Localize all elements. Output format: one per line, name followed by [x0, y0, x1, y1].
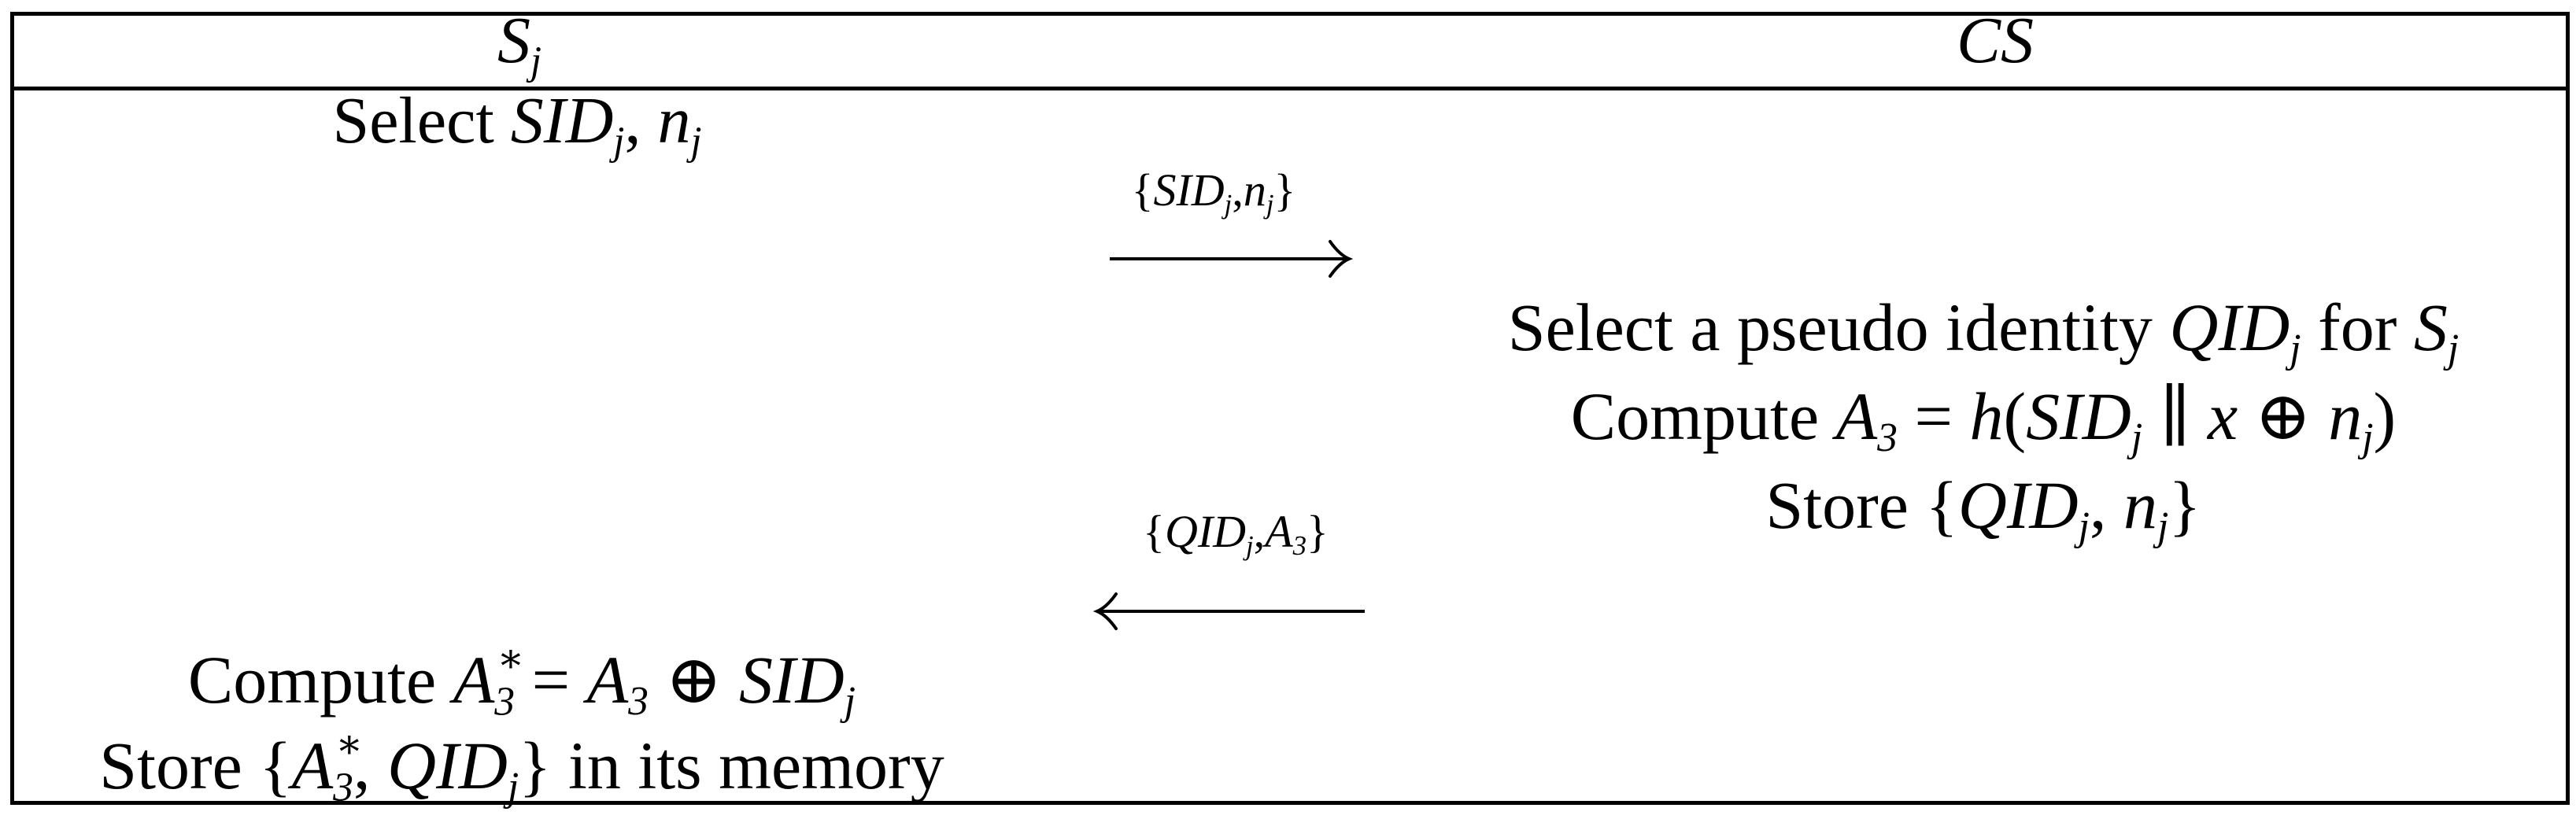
right-arrow — [1110, 240, 1354, 278]
sensor-final-steps: Compute A∗3 = A3 ⊕ SIDj Store {A∗3, QIDj… — [99, 636, 944, 813]
cloud-server-steps: Select a pseudo identity QIDj for Sj Com… — [1508, 288, 2460, 555]
cs-step-compute-a3: Compute A3 = h(SIDj ∥ x ⊕ nj) — [1570, 378, 2397, 461]
message2-label: {QIDj,A3} — [1143, 506, 1329, 562]
sensor-step-select-sid: Select SIDj, nj — [332, 84, 702, 164]
left-arrow — [1092, 592, 1365, 630]
message1-label: {SIDj,nj} — [1131, 164, 1296, 220]
cs-step-select-qid: Select a pseudo identity QIDj for Sj — [1507, 290, 2460, 372]
sensor-step-store-memory: Store {A∗3, QIDj} in its memory — [99, 722, 944, 810]
column-header-cloud-server: CS — [1956, 4, 2035, 77]
sensor-step-compute-a3star: Compute A∗3 = A3 ⊕ SIDj — [187, 636, 856, 725]
cs-step-store-qid: Store {QIDj, nj} — [1765, 467, 2201, 550]
table-frame — [10, 12, 2570, 805]
column-header-sensor: Sj — [497, 4, 542, 83]
header-separator-line — [10, 87, 2570, 90]
